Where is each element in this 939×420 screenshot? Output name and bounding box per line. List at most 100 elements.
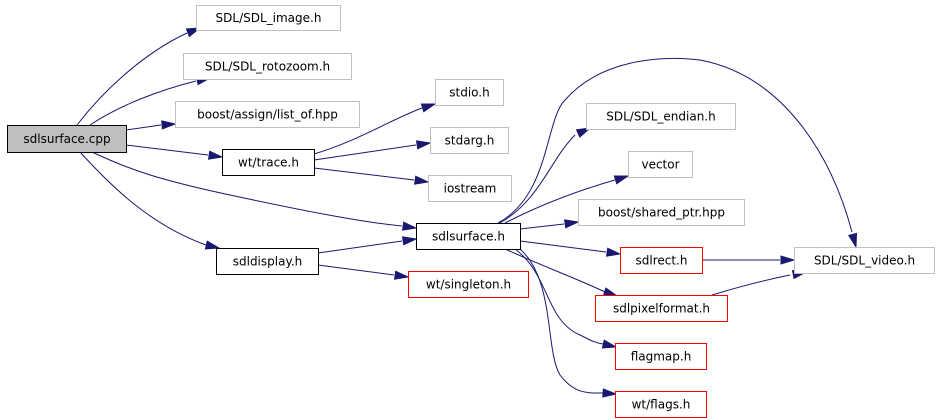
edge-line <box>519 240 607 253</box>
edge-sdlsurface-cpp-to-sdlsurface-h <box>91 151 418 231</box>
node-label: SDL/SDL_rotozoom.h <box>205 60 330 74</box>
node-sdlsurface-h[interactable]: sdlsurface.h <box>416 223 521 250</box>
arrowhead-icon <box>204 240 221 250</box>
node-label: stdio.h <box>449 86 489 100</box>
node-sdl-rotozoom[interactable]: SDL/SDL_rotozoom.h <box>183 53 352 80</box>
node-singleton[interactable]: wt/singleton.h <box>408 271 529 298</box>
node-label: sdlsurface.h <box>432 230 505 244</box>
node-label: wt/flags.h <box>632 398 691 412</box>
edge-sdlsurface-cpp-to-trace <box>125 144 224 160</box>
node-label: stdarg.h <box>445 134 495 148</box>
node-box <box>628 151 693 178</box>
node-label: sdldisplay.h <box>233 255 303 269</box>
node-trace[interactable]: wt/trace.h <box>222 149 315 176</box>
node-sdl-endian[interactable]: SDL/SDL_endian.h <box>586 103 736 130</box>
node-stdarg[interactable]: stdarg.h <box>430 127 509 154</box>
edge-line <box>711 274 791 296</box>
edge-sdlsurface-h-to-shared-ptr <box>519 219 580 230</box>
arrowhead-icon <box>415 140 432 150</box>
node-label: SDL/SDL_image.h <box>216 11 322 25</box>
arrowhead-icon <box>602 287 619 297</box>
edge-line <box>125 124 162 131</box>
arrowhead-icon <box>780 255 796 265</box>
node-box <box>416 223 521 250</box>
node-label: sdlrect.h <box>636 254 688 268</box>
node-sdldisplay[interactable]: sdldisplay.h <box>216 248 319 275</box>
arrowhead-icon <box>413 175 430 185</box>
node-label: boost/assign/list_of.hpp <box>197 108 338 122</box>
node-box <box>408 271 529 298</box>
node-box <box>794 247 935 274</box>
edge-line <box>514 248 604 345</box>
node-label: vector <box>641 158 679 172</box>
node-stdio[interactable]: stdio.h <box>435 79 504 106</box>
node-label: sdlsurface.cpp <box>23 132 110 146</box>
node-sdlrect[interactable]: sdlrect.h <box>620 247 703 274</box>
edge-sdlsurface-cpp-to-list-of <box>125 120 177 131</box>
edge-sdlsurface-h-to-sdl-endian <box>499 127 592 224</box>
edge-line <box>125 144 209 156</box>
node-box <box>586 103 736 130</box>
arrowhead-icon <box>602 388 618 398</box>
arrowhead-icon <box>401 221 418 231</box>
edge-sdldisplay-to-singleton <box>317 264 410 280</box>
edge-line <box>313 107 423 155</box>
edge-sdldisplay-to-sdlsurface-h <box>317 236 418 254</box>
node-label: SDL/SDL_video.h <box>814 254 915 268</box>
node-label: iostream <box>444 182 497 196</box>
arrowhead-icon <box>393 270 410 280</box>
node-vector[interactable]: vector <box>628 151 693 178</box>
edge-sdlsurface-cpp-to-sdldisplay <box>79 151 221 250</box>
edge-sdlsurface-h-to-sdlrect <box>519 240 622 257</box>
node-sdl-image[interactable]: SDL/SDL_image.h <box>196 5 341 31</box>
edge-line <box>499 134 576 224</box>
edge-line <box>313 167 415 181</box>
arrowhead-icon <box>613 175 630 185</box>
node-sdl-video[interactable]: SDL/SDL_video.h <box>794 247 935 274</box>
node-box <box>430 127 509 154</box>
node-sdlsurface-cpp[interactable]: sdlsurface.cpp <box>7 125 127 153</box>
edge-line <box>313 144 417 161</box>
edge-line <box>317 240 403 254</box>
node-box <box>196 5 341 31</box>
edge-line <box>519 248 604 394</box>
node-label: boost/shared_ptr.hpp <box>598 206 725 220</box>
edge-trace-to-stdio <box>313 103 437 155</box>
node-flags[interactable]: wt/flags.h <box>615 391 707 418</box>
edge-sdlsurface-h-to-flags <box>519 248 618 398</box>
edge-sdlpixelformat-to-sdl-video <box>711 270 808 296</box>
node-box <box>435 79 504 106</box>
edge-trace-to-stdarg <box>313 140 432 161</box>
node-flagmap[interactable]: flagmap.h <box>615 343 707 370</box>
arrowhead-icon <box>420 103 437 113</box>
edge-line <box>504 179 616 224</box>
edge-line <box>89 80 197 126</box>
arrowhead-icon <box>601 339 618 349</box>
node-list-of[interactable]: boost/assign/list_of.hpp <box>175 101 360 128</box>
nodes-layer: sdlsurface.cpp SDL/SDL_image.hSDL/SDL_rot… <box>7 5 935 418</box>
node-label: SDL/SDL_endian.h <box>606 110 715 124</box>
node-shared-ptr[interactable]: boost/shared_ptr.hpp <box>578 199 745 226</box>
arrowhead-icon <box>563 219 580 229</box>
arrowhead-icon <box>848 232 858 249</box>
arrowhead-icon <box>207 150 224 160</box>
node-box <box>183 53 352 80</box>
arrowhead-icon <box>161 120 177 130</box>
node-box <box>428 175 512 202</box>
node-label: flagmap.h <box>631 350 692 364</box>
edge-sdlsurface-h-to-sdl-video <box>497 57 858 249</box>
node-label: wt/singleton.h <box>426 278 511 292</box>
node-box <box>620 247 703 274</box>
node-label: wt/trace.h <box>238 156 299 170</box>
edge-line <box>497 57 853 233</box>
node-box <box>222 149 315 176</box>
edge-line <box>317 264 395 276</box>
node-iostream[interactable]: iostream <box>428 175 512 202</box>
node-box <box>175 101 360 128</box>
node-sdlpixelformat[interactable]: sdlpixelformat.h <box>595 295 728 322</box>
node-box <box>578 199 745 226</box>
node-box <box>615 343 707 370</box>
node-label: sdlpixelformat.h <box>613 302 710 316</box>
edge-line <box>519 223 565 230</box>
